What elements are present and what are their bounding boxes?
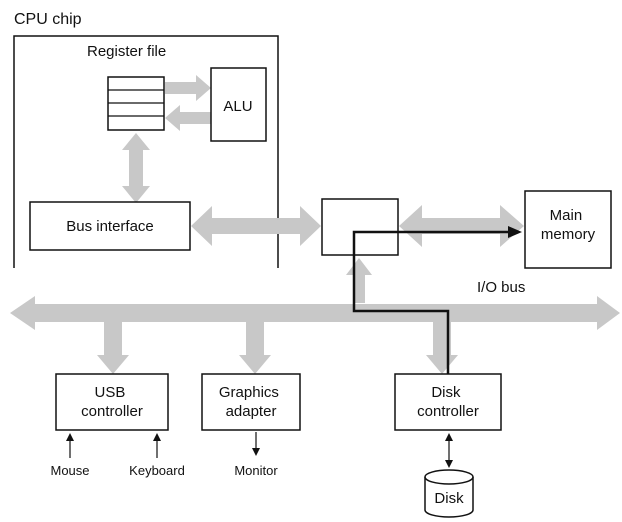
io-bus-to-disk-controller-arrow	[426, 322, 458, 374]
alu-to-register-arrow	[165, 105, 211, 131]
main-memory-label-line2: memory	[541, 226, 596, 243]
mouse-label: Mouse	[50, 463, 89, 478]
register-to-alu-arrow	[165, 75, 211, 101]
graphics-adapter-label-line1: Graphics	[219, 384, 279, 401]
main-memory-label: Main memory	[541, 207, 596, 243]
disk-label: Disk	[434, 490, 464, 507]
dma-transfer-arrowhead	[508, 226, 522, 238]
alu-label: ALU	[223, 98, 252, 115]
main-memory-box	[524, 190, 612, 269]
system-bus-arrow	[191, 206, 321, 246]
monitor-connector-arrow	[252, 432, 260, 456]
mouse-connector-arrow	[66, 433, 74, 458]
cpu-chip-outline	[13, 35, 279, 268]
disk-controller-label-line1: Disk	[431, 384, 461, 401]
bus-interface-label: Bus interface	[66, 218, 154, 235]
memory-bus-arrow	[399, 205, 524, 247]
register-file	[107, 76, 165, 131]
io-bus-arrow	[10, 296, 620, 330]
cpu-chip-label: CPU chip	[14, 11, 82, 28]
bridge-io-bus-arrow	[346, 258, 372, 303]
monitor-label: Monitor	[234, 463, 278, 478]
dma-transfer-path	[352, 230, 510, 375]
graphics-adapter-label: Graphics adapter	[219, 384, 283, 420]
disk-controller-disk-arrow	[445, 433, 453, 468]
io-bus-to-graphics-arrow	[239, 322, 271, 374]
main-memory-label-line1: Main	[550, 207, 583, 224]
usb-controller-label-line1: USB	[94, 384, 125, 401]
keyboard-label: Keyboard	[129, 463, 185, 478]
usb-controller-box	[55, 373, 169, 431]
register-file-label: Register file	[87, 43, 166, 60]
disk-controller-box	[394, 373, 502, 431]
usb-controller-label-line2: controller	[81, 403, 143, 420]
disk-cylinder	[424, 469, 474, 518]
keyboard-connector-arrow	[153, 433, 161, 458]
usb-controller-label: USB controller	[81, 384, 143, 420]
io-bridge-box	[321, 198, 399, 256]
graphics-adapter-label-line2: adapter	[226, 403, 277, 420]
register-bus-interface-arrow	[122, 133, 150, 203]
disk-controller-label: Disk controller	[417, 384, 479, 420]
graphics-adapter-box	[201, 373, 301, 431]
bus-interface-box	[29, 201, 191, 251]
alu-box	[210, 67, 267, 142]
disk-controller-label-line2: controller	[417, 403, 479, 420]
io-bus-label: I/O bus	[477, 279, 525, 296]
io-bus-to-usb-arrow	[97, 322, 129, 374]
